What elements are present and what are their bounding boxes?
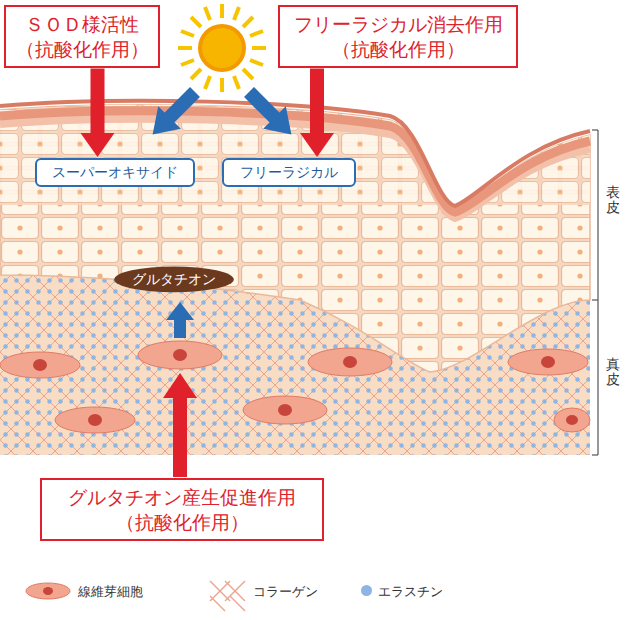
legend-text: エラスチン [378,583,443,601]
layer-bracket [592,130,598,455]
legend-swatch [361,585,372,596]
glutathione-ellipse: グルタチオン [113,266,235,293]
layer-label: 表皮 [606,185,620,216]
node-text: グルタチオン産生促進作用 （抗酸化作用） [48,485,316,534]
effect-box: グルタチオン産生促進作用 （抗酸化作用） [40,478,324,541]
action-arrow [163,373,197,477]
production-arrow [166,302,194,338]
red-arrow-connector [81,68,115,157]
effect-box: ＳＯＤ様活性 （抗酸化作用） [4,5,160,68]
effect-box: フリーラジカル消去作用 （抗酸化作用） [278,5,518,68]
legend-text: 線維芽細胞 [78,583,143,601]
substance-box: スーパーオキサイド [35,158,195,187]
legend-text: コラーゲン [253,583,318,601]
node-text: グルタチオン [123,271,225,288]
node-text: スーパーオキサイド [43,164,187,181]
legend-collagen-sample [210,581,245,611]
sun-ray-arrows [141,81,302,146]
sun [178,4,266,92]
legend-fibroblast-sample [26,583,70,599]
node-text: フリーラジカル消去作用 （抗酸化作用） [286,12,510,61]
red-arrow-connector [300,68,334,157]
fibroblast-cells [0,341,590,433]
layer-label: 真皮 [606,357,620,388]
node-text: フリーラジカル [230,164,348,181]
substance-box: フリーラジカル [222,158,356,187]
node-text: ＳＯＤ様活性 （抗酸化作用） [12,12,152,61]
